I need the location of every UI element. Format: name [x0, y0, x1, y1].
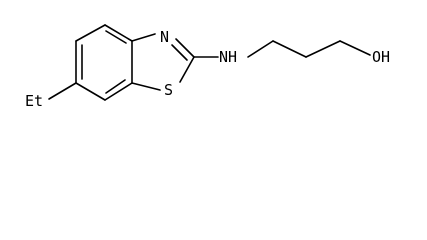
- benzene-ring: [75, 24, 133, 101]
- structure-diagram: N NH OH S Et: [25, 24, 390, 110]
- nitrogen-ring-label: N: [160, 28, 169, 46]
- ethyl-bond: [48, 82, 77, 100]
- sulfur-label: S: [164, 81, 173, 99]
- bond: [175, 38, 195, 58]
- ethyl-label: Et: [25, 92, 43, 110]
- bond: [104, 82, 133, 101]
- bond: [247, 40, 274, 58]
- double-bond-line: [171, 44, 188, 61]
- thiazole-ring: [131, 33, 195, 91]
- bond: [305, 40, 341, 58]
- bond: [339, 40, 371, 56]
- amine-nh-label: NH: [219, 48, 237, 66]
- bond: [131, 82, 161, 91]
- bond: [104, 24, 133, 42]
- double-bond-line: [105, 79, 126, 94]
- bond: [179, 56, 195, 83]
- double-bond-line: [105, 30, 127, 44]
- aminoethanol-chain: [193, 40, 371, 58]
- bond: [131, 33, 156, 42]
- hydroxyl-label: OH: [372, 48, 390, 66]
- bond: [75, 24, 106, 42]
- bond: [75, 82, 106, 101]
- bond: [272, 40, 307, 58]
